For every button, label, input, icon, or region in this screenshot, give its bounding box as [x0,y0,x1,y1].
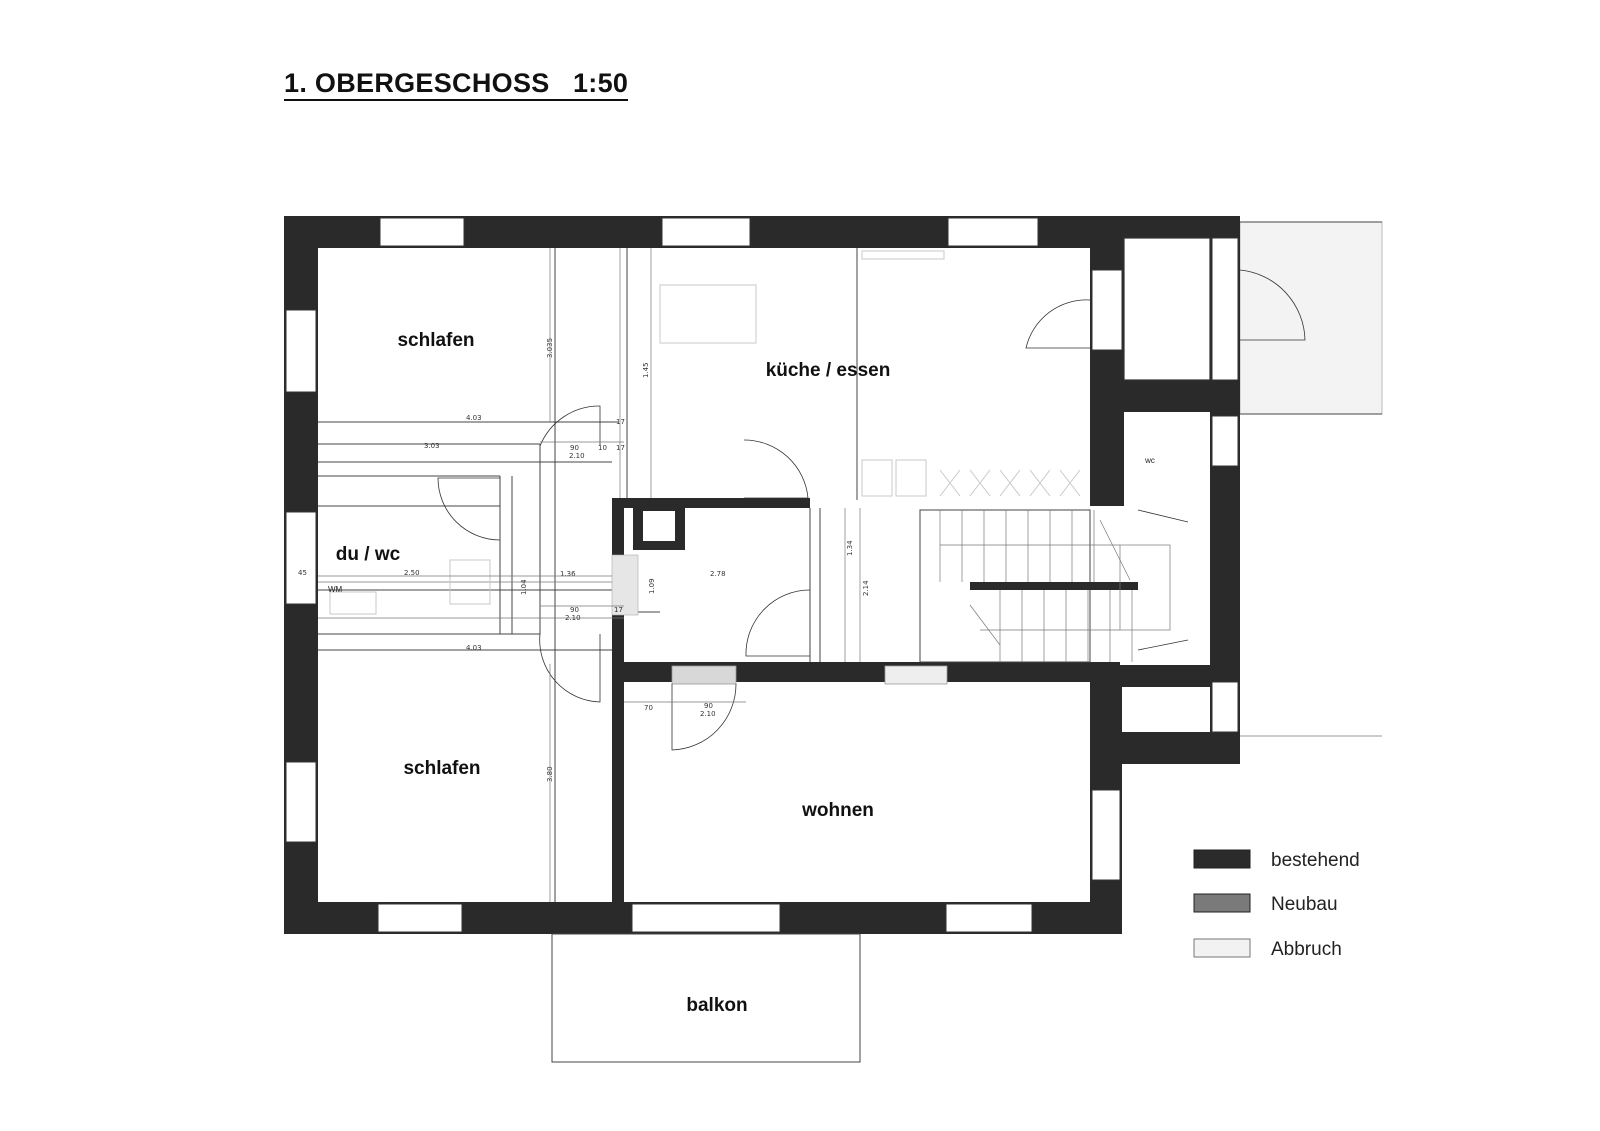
dim-2.50: 2.50 [404,569,420,577]
room-label-wohnen: wohnen [801,800,874,821]
legend-swatch-neubau [1193,893,1251,913]
dim-17-a: 17 [616,418,625,426]
legend-label-neubau: Neubau [1271,894,1338,915]
doors [437,299,1189,751]
dim-17-b: 17 [616,444,625,452]
dim-10: 10 [598,444,607,452]
dim-17-c: 17 [614,606,623,614]
dim-1.34: 1.34 [846,540,854,556]
dim-1.45: 1.45 [642,362,650,378]
room-label-wm: WM [328,585,343,594]
dim-4.03-top: 4.03 [466,414,482,422]
abbruch-area [1239,221,1383,415]
windows [285,217,1239,933]
room-label-schlafen-bottom: schlafen [403,758,480,779]
door-swing-abbruch [1239,269,1306,341]
dim-90-c: 90 [704,702,713,710]
dim-2.10-c: 2.10 [700,710,716,718]
dim-45: 45 [298,569,307,577]
dim-1.36: 1.36 [560,570,576,578]
legend-swatch-bestehend [1193,849,1251,869]
staircase [919,509,1171,663]
room-label-wc: wc [1144,456,1155,465]
dim-3.03: 3.03 [424,442,440,450]
room-label-schlafen-top: schlafen [397,330,474,351]
dim-1.04: 1.04 [520,579,528,595]
dim-2.14: 2.14 [862,580,870,596]
balkon-outline [551,933,861,1063]
room-label-du-wc: du / wc [336,544,401,565]
dim-90-a: 90 [570,444,579,452]
legend: bestehend Neubau Abbruch [1193,849,1360,960]
room-label-kueche: küche / essen [766,360,891,381]
dim-70: 70 [644,704,653,712]
legend-label-bestehend: bestehend [1271,850,1360,871]
legend-label-abbruch: Abbruch [1271,939,1342,960]
room-label-balkon: balkon [686,995,747,1016]
dim-1.09: 1.09 [648,578,656,594]
dim-2.10-a: 2.10 [569,452,585,460]
dim-4.03-bottom: 4.03 [466,644,482,652]
partitions [318,248,948,902]
dimensions: 4.03 3.03 90 2.10 10 17 17 2.50 45 1.36 … [298,248,870,902]
plan-title: 1. OBERGESCHOSS 1:50 [284,68,629,101]
kitchen-fixtures [329,459,1081,615]
dim-2.78: 2.78 [710,570,726,578]
legend-swatch-abbruch [1193,938,1251,958]
dim-2.10-b: 2.10 [565,614,581,622]
dim-90-b: 90 [570,606,579,614]
